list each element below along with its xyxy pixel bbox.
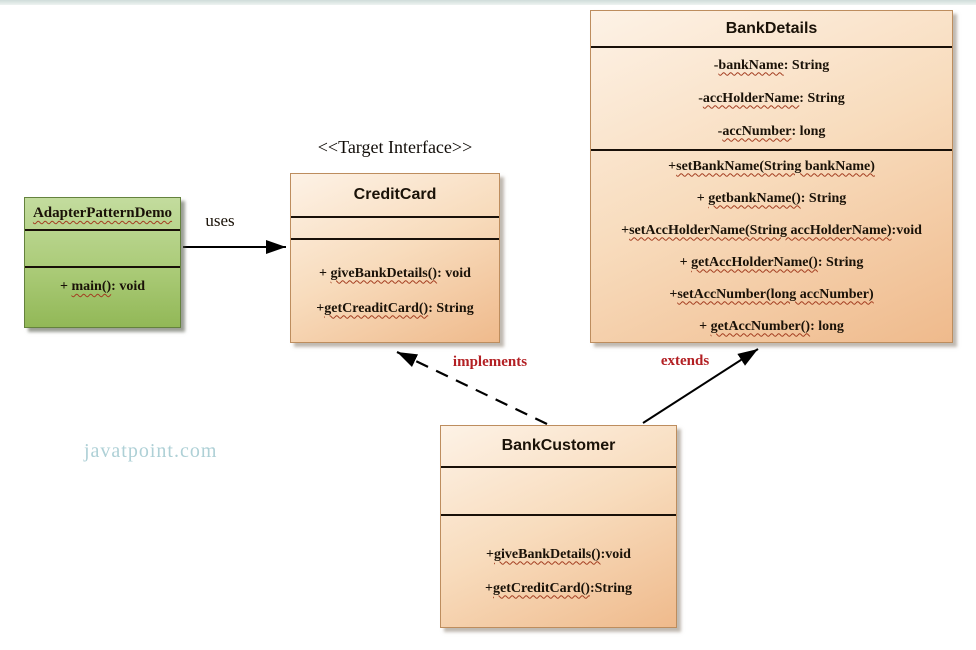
member-line: + main(): void bbox=[60, 279, 145, 294]
methods-compartment: + giveBankDetails(): void +getCreaditCard… bbox=[291, 238, 499, 342]
attributes-compartment bbox=[25, 229, 180, 266]
class-title-creditcard: CreditCard bbox=[353, 186, 437, 203]
methods-compartment: + main(): void bbox=[25, 266, 180, 327]
member-line: + getAccHolderName(): String bbox=[679, 254, 864, 270]
attributes-compartment: -bankName: String -accHolderName: String -… bbox=[591, 46, 952, 149]
extends-label: extends bbox=[660, 353, 710, 369]
methods-compartment: +setBankName(String bankName) + getbankNa… bbox=[591, 149, 952, 342]
member-line: + getAccNumber(): long bbox=[699, 318, 844, 334]
target-interface-stereotype: <<Target Interface>> bbox=[317, 137, 473, 157]
class-title-adapterpatterndemo: AdapterPatternDemo bbox=[32, 205, 173, 221]
class-title-bankcustomer: BankCustomer bbox=[501, 437, 616, 454]
class-box-adapterpatterndemo: AdapterPatternDemo + main(): void bbox=[24, 197, 181, 328]
class-box-bankdetails: BankDetails -bankName: String -accHolderN… bbox=[590, 10, 953, 343]
member-line: + giveBankDetails(): void bbox=[319, 265, 471, 281]
member-line: +giveBankDetails():void bbox=[486, 546, 631, 562]
class-title-bankdetails: BankDetails bbox=[725, 19, 818, 37]
member-line: +setBankName(String bankName) bbox=[668, 158, 875, 174]
member-line: + getbankName(): String bbox=[696, 190, 847, 206]
member-line: +setAccNumber(long accNumber) bbox=[669, 286, 874, 302]
uses-label: uses bbox=[205, 211, 235, 230]
member-line: +getCreaditCard(): String bbox=[316, 300, 474, 316]
class-box-bankcustomer: BankCustomer +giveBankDetails():void +get… bbox=[440, 425, 677, 628]
member-line: -bankName: String bbox=[713, 57, 830, 73]
class-box-creditcard: CreditCard + giveBankDetails(): void +get… bbox=[290, 173, 500, 343]
top-bar bbox=[0, 0, 976, 5]
attributes-compartment bbox=[441, 466, 676, 514]
member-line: +getCreditCard():String bbox=[485, 580, 632, 596]
attributes-compartment bbox=[291, 216, 499, 238]
member-line: +setAccHolderName(String accHolderName):… bbox=[621, 222, 922, 238]
watermark: javatpoint.com bbox=[84, 440, 218, 462]
member-line: -accHolderName: String bbox=[698, 90, 845, 106]
member-line: -accNumber: long bbox=[717, 123, 826, 139]
implements-label: implements bbox=[452, 354, 528, 370]
methods-compartment: +giveBankDetails():void +getCreditCard():… bbox=[441, 514, 676, 627]
